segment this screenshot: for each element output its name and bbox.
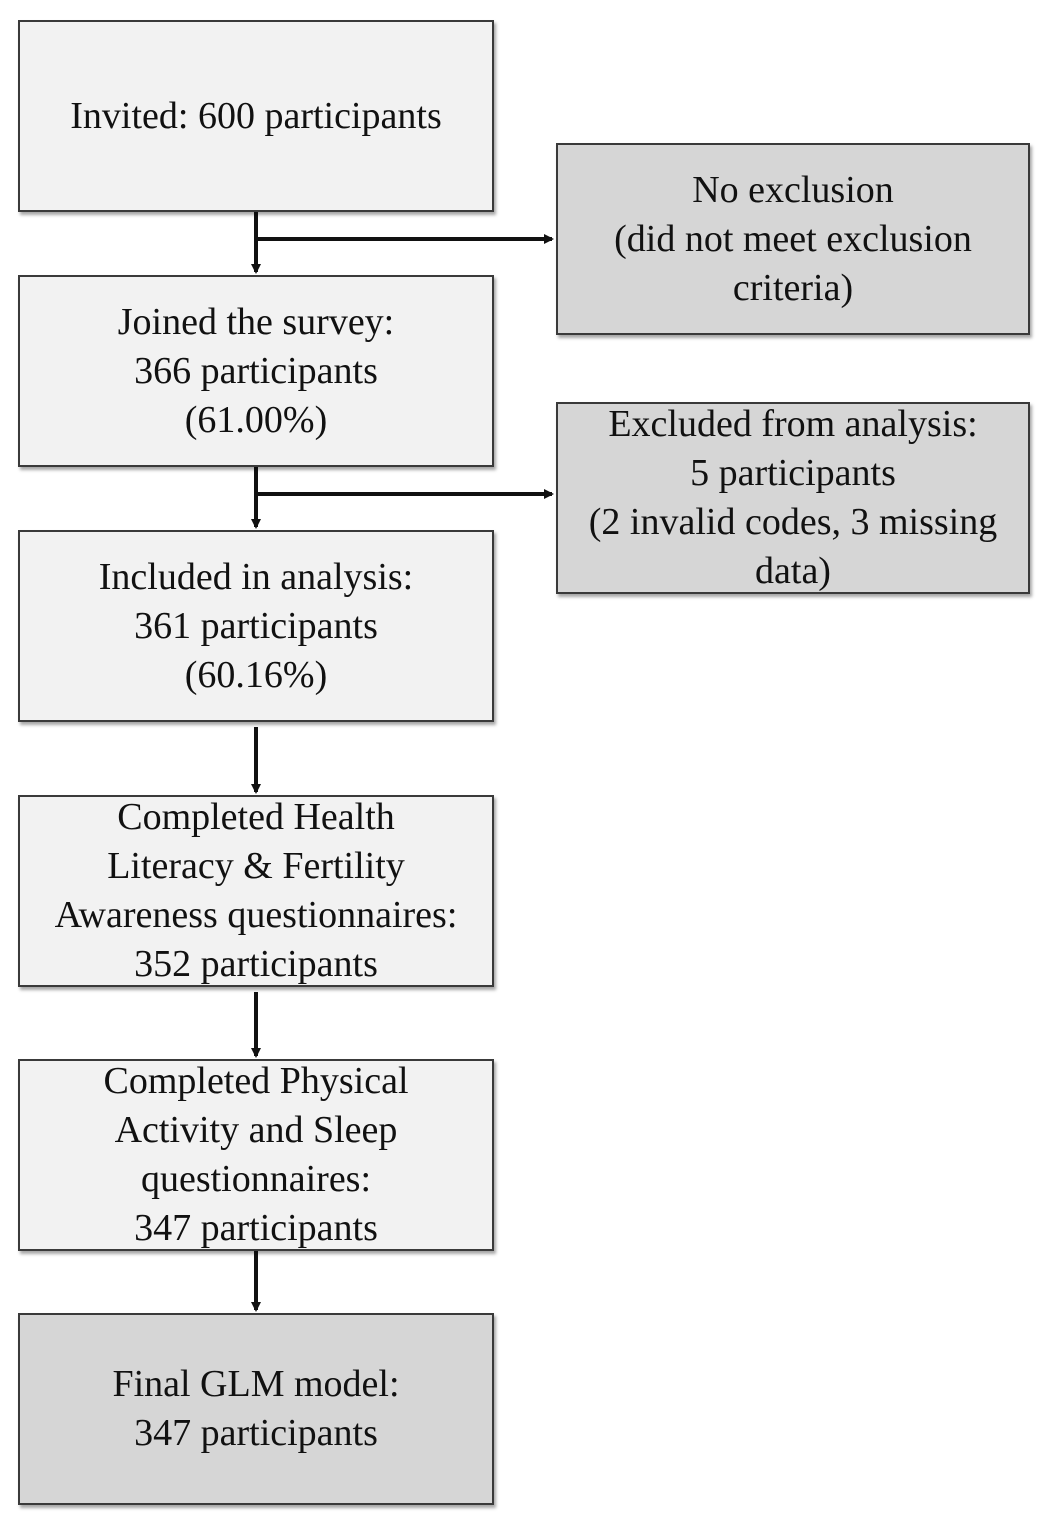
final-glm-model-box: Final GLM model: 347 participants <box>18 1313 494 1505</box>
no-exclusion-line-2: (did not meet exclusion <box>614 217 972 260</box>
joined-survey-box: Joined the survey: 366 participants (61.… <box>18 275 494 467</box>
completed-health-literacy-box: Completed Health Literacy & Fertility Aw… <box>18 795 494 987</box>
invited-line-1: Invited: 600 participants <box>70 94 442 137</box>
excluded-line-3: (2 invalid codes, 3 missing <box>588 501 998 543</box>
no-exclusion-line-3: criteria) <box>732 266 854 309</box>
joined-line-1: Joined the survey: <box>117 300 395 343</box>
excluded-from-analysis-box: Excluded from analysis: 5 participants (… <box>556 402 1030 594</box>
final-line-1: Final GLM model: <box>112 1363 400 1405</box>
completed-pa-line-3: questionnaires: <box>140 1158 372 1200</box>
completed-hl-line-3: Awareness questionnaires: <box>54 894 458 936</box>
invited-box: Invited: 600 participants <box>18 20 494 212</box>
completed-pa-line-4: 347 participants <box>134 1207 378 1249</box>
completed-hl-line-2: Literacy & Fertility <box>107 845 405 887</box>
included-line-3: (60.16%) <box>184 653 328 696</box>
included-line-1: Included in analysis: <box>98 555 414 598</box>
completed-physical-activity-box: Completed Physical Activity and Sleep qu… <box>18 1059 494 1251</box>
completed-hl-line-4: 352 participants <box>134 943 378 985</box>
no-exclusion-line-1: No exclusion <box>692 168 894 211</box>
joined-line-2: 366 participants <box>134 349 378 392</box>
excluded-line-1: Excluded from analysis: <box>608 403 978 445</box>
completed-pa-line-1: Completed Physical <box>103 1060 409 1102</box>
no-exclusion-box: No exclusion (did not meet exclusion cri… <box>556 143 1030 335</box>
completed-hl-line-1: Completed Health <box>117 796 395 838</box>
excluded-line-4: data) <box>755 550 831 592</box>
included-analysis-box: Included in analysis: 361 participants (… <box>18 530 494 722</box>
completed-pa-line-2: Activity and Sleep <box>114 1109 398 1151</box>
included-line-2: 361 participants <box>134 604 378 647</box>
joined-line-3: (61.00%) <box>184 398 328 441</box>
final-line-2: 347 participants <box>134 1412 378 1454</box>
excluded-line-2: 5 participants <box>690 452 896 494</box>
